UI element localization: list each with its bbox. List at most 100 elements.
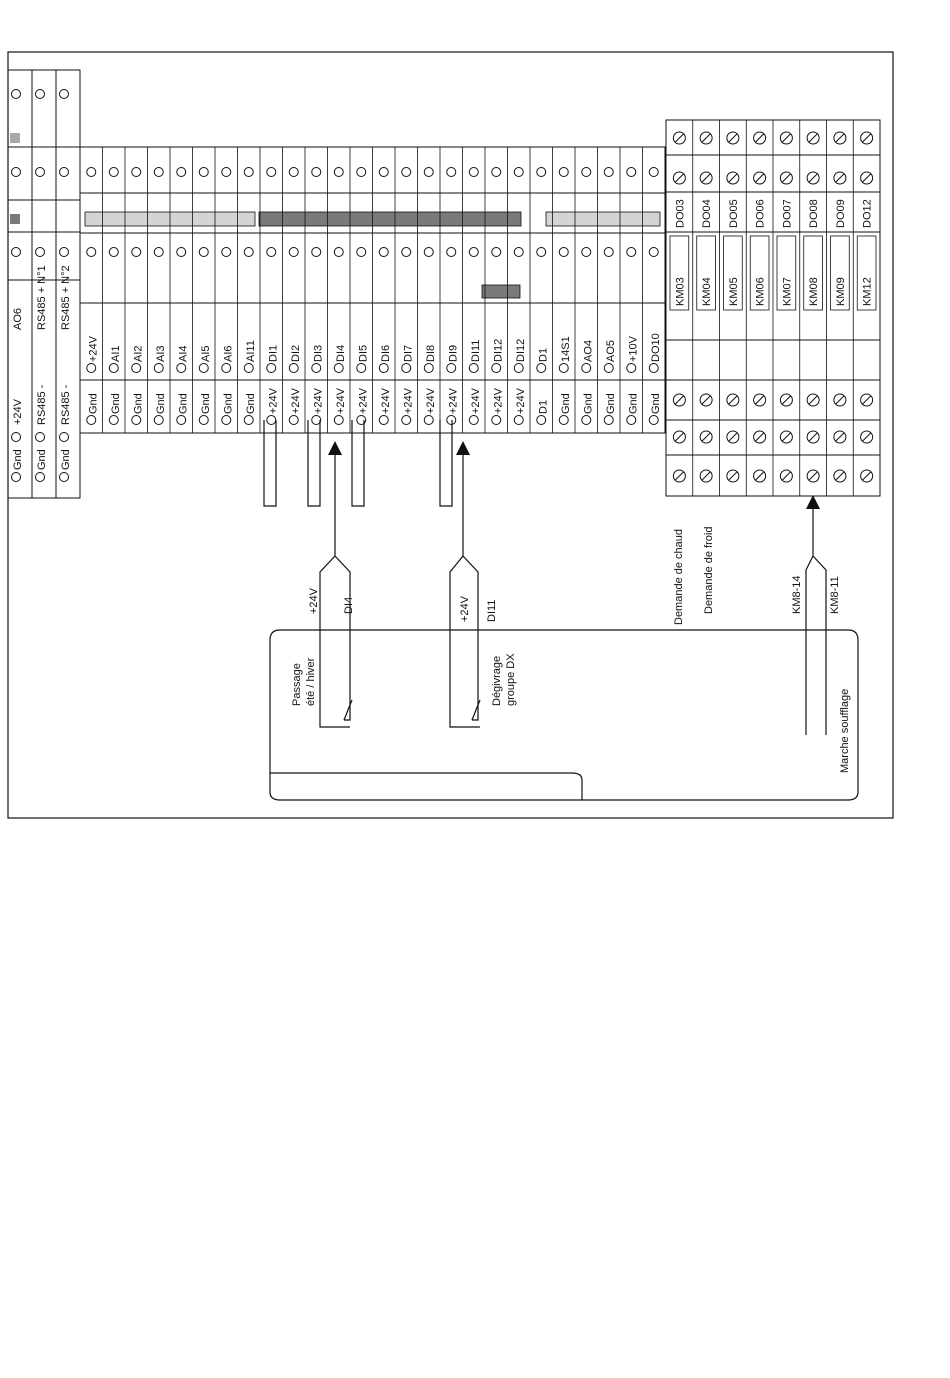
terminal-screw — [153, 363, 164, 373]
left-gnd-label: Gnd — [12, 449, 24, 470]
column-bottom-label: Gnd — [155, 393, 167, 414]
relay-output-label: DO04 — [701, 199, 713, 228]
column-top-label: AI6 — [222, 345, 234, 362]
column-bottom-label: Gnd — [627, 393, 639, 414]
terminal-screw — [243, 247, 254, 257]
terminal-screw — [513, 247, 524, 257]
group-bar-digital — [258, 211, 522, 227]
terminal-screw — [288, 167, 299, 177]
column-top-label: DI6 — [380, 345, 392, 362]
terminal-screw — [86, 415, 97, 425]
terminal-screw — [446, 415, 457, 425]
column-top-label: +24V — [87, 335, 99, 362]
terminal-screw — [491, 363, 502, 373]
terminal-screw — [266, 247, 277, 257]
column-bottom-label: +24V — [312, 387, 324, 414]
label-marche-soufflage: Marche soufflage — [839, 689, 851, 773]
terminal-screw — [333, 167, 344, 177]
terminal-screw — [603, 247, 614, 257]
relay-label: KM09 — [835, 277, 847, 306]
terminal-screw — [266, 363, 277, 373]
group-bar-outputs — [545, 211, 661, 227]
column-bottom-label: +24V — [402, 387, 414, 414]
terminal-screw — [401, 415, 412, 425]
column-bottom-label: +24V — [267, 387, 279, 414]
relay-output-label: DO03 — [674, 199, 686, 228]
column-bottom-label: D1 — [537, 400, 549, 414]
label-demande-chaud: Demande de chaud — [673, 529, 685, 625]
terminal-screw — [513, 415, 524, 425]
column-bottom-label: Gnd — [222, 393, 234, 414]
relay-output-label: DO07 — [781, 199, 793, 228]
terminal-screw — [648, 167, 659, 177]
column-top-label: DI3 — [312, 345, 324, 362]
terminal-screw — [176, 415, 187, 425]
terminal-screw — [266, 415, 277, 425]
label-24v-left: +24V — [308, 587, 320, 614]
terminal-screw — [423, 415, 434, 425]
terminal-screw — [626, 247, 637, 257]
terminal-screw — [153, 167, 164, 177]
wire-di11 — [462, 452, 479, 721]
terminal-screw — [333, 363, 344, 373]
column-top-label: AO5 — [605, 340, 617, 362]
wire-24v-right — [449, 555, 480, 728]
switch-right — [471, 699, 481, 721]
terminal-screw — [423, 363, 434, 373]
terminal-screw — [35, 167, 45, 177]
terminal-screw — [11, 432, 21, 442]
left-gnd-label: Gnd — [36, 449, 48, 470]
terminal-screw — [108, 363, 119, 373]
terminal-screw — [153, 247, 164, 257]
column-top-label: DI4 — [335, 345, 347, 362]
relay-output-label: DO05 — [728, 199, 740, 228]
terminal-screw — [446, 247, 457, 257]
column-top-label: DI7 — [402, 345, 414, 362]
column-top-label: DI8 — [425, 345, 437, 362]
column-top-label: DI2 — [290, 345, 302, 362]
wire-24v-left — [319, 555, 350, 728]
terminal-screw — [131, 167, 142, 177]
terminal-screw — [11, 472, 21, 482]
relay-label: KM06 — [755, 277, 767, 306]
terminal-screw — [603, 363, 614, 373]
label-km8-14: KM8-14 — [791, 575, 803, 614]
arrow-km — [806, 495, 820, 509]
wiring-lines — [263, 420, 859, 801]
terminal-screw — [468, 415, 479, 425]
terminal-screw — [581, 363, 592, 373]
label-km8-11: KM8-11 — [829, 576, 841, 614]
left-top-label: RS485 + N°1 — [36, 265, 48, 330]
terminal-screw — [243, 167, 254, 177]
terminal-screw — [648, 415, 659, 425]
column-top-label: AI11 — [245, 340, 257, 362]
terminal-screw — [581, 167, 592, 177]
relay-output-label: DO08 — [808, 199, 820, 228]
column-bottom-label: +24V — [290, 387, 302, 414]
label-24v-right: +24V — [459, 595, 471, 622]
column-bottom-label: +24V — [515, 387, 527, 414]
column-bottom-label: Gnd — [200, 393, 212, 414]
terminal-screw — [491, 247, 502, 257]
relay-label: KM12 — [862, 277, 874, 306]
column-top-label: DO10 — [650, 333, 662, 362]
terminal-screw — [558, 415, 569, 425]
column-bottom-label: Gnd — [560, 393, 572, 414]
terminal-screw — [581, 247, 592, 257]
relay-output-label: DO12 — [862, 199, 874, 228]
relay-label: KM07 — [781, 277, 793, 306]
column-bottom-label: Gnd — [605, 393, 617, 414]
terminal-screw — [378, 247, 389, 257]
terminal-screw — [468, 167, 479, 177]
terminal-screw — [86, 247, 97, 257]
terminal-screw — [378, 415, 389, 425]
relay-label: KM05 — [728, 277, 740, 306]
column-bottom-label: Gnd — [132, 393, 144, 414]
column-bottom-label: +24V — [357, 387, 369, 414]
terminal-screw — [198, 167, 209, 177]
column-bottom-label: +24V — [425, 387, 437, 414]
column-top-label: 14S1 — [560, 336, 572, 362]
column-top-label: D1 — [537, 348, 549, 362]
terminal-screw — [491, 167, 502, 177]
